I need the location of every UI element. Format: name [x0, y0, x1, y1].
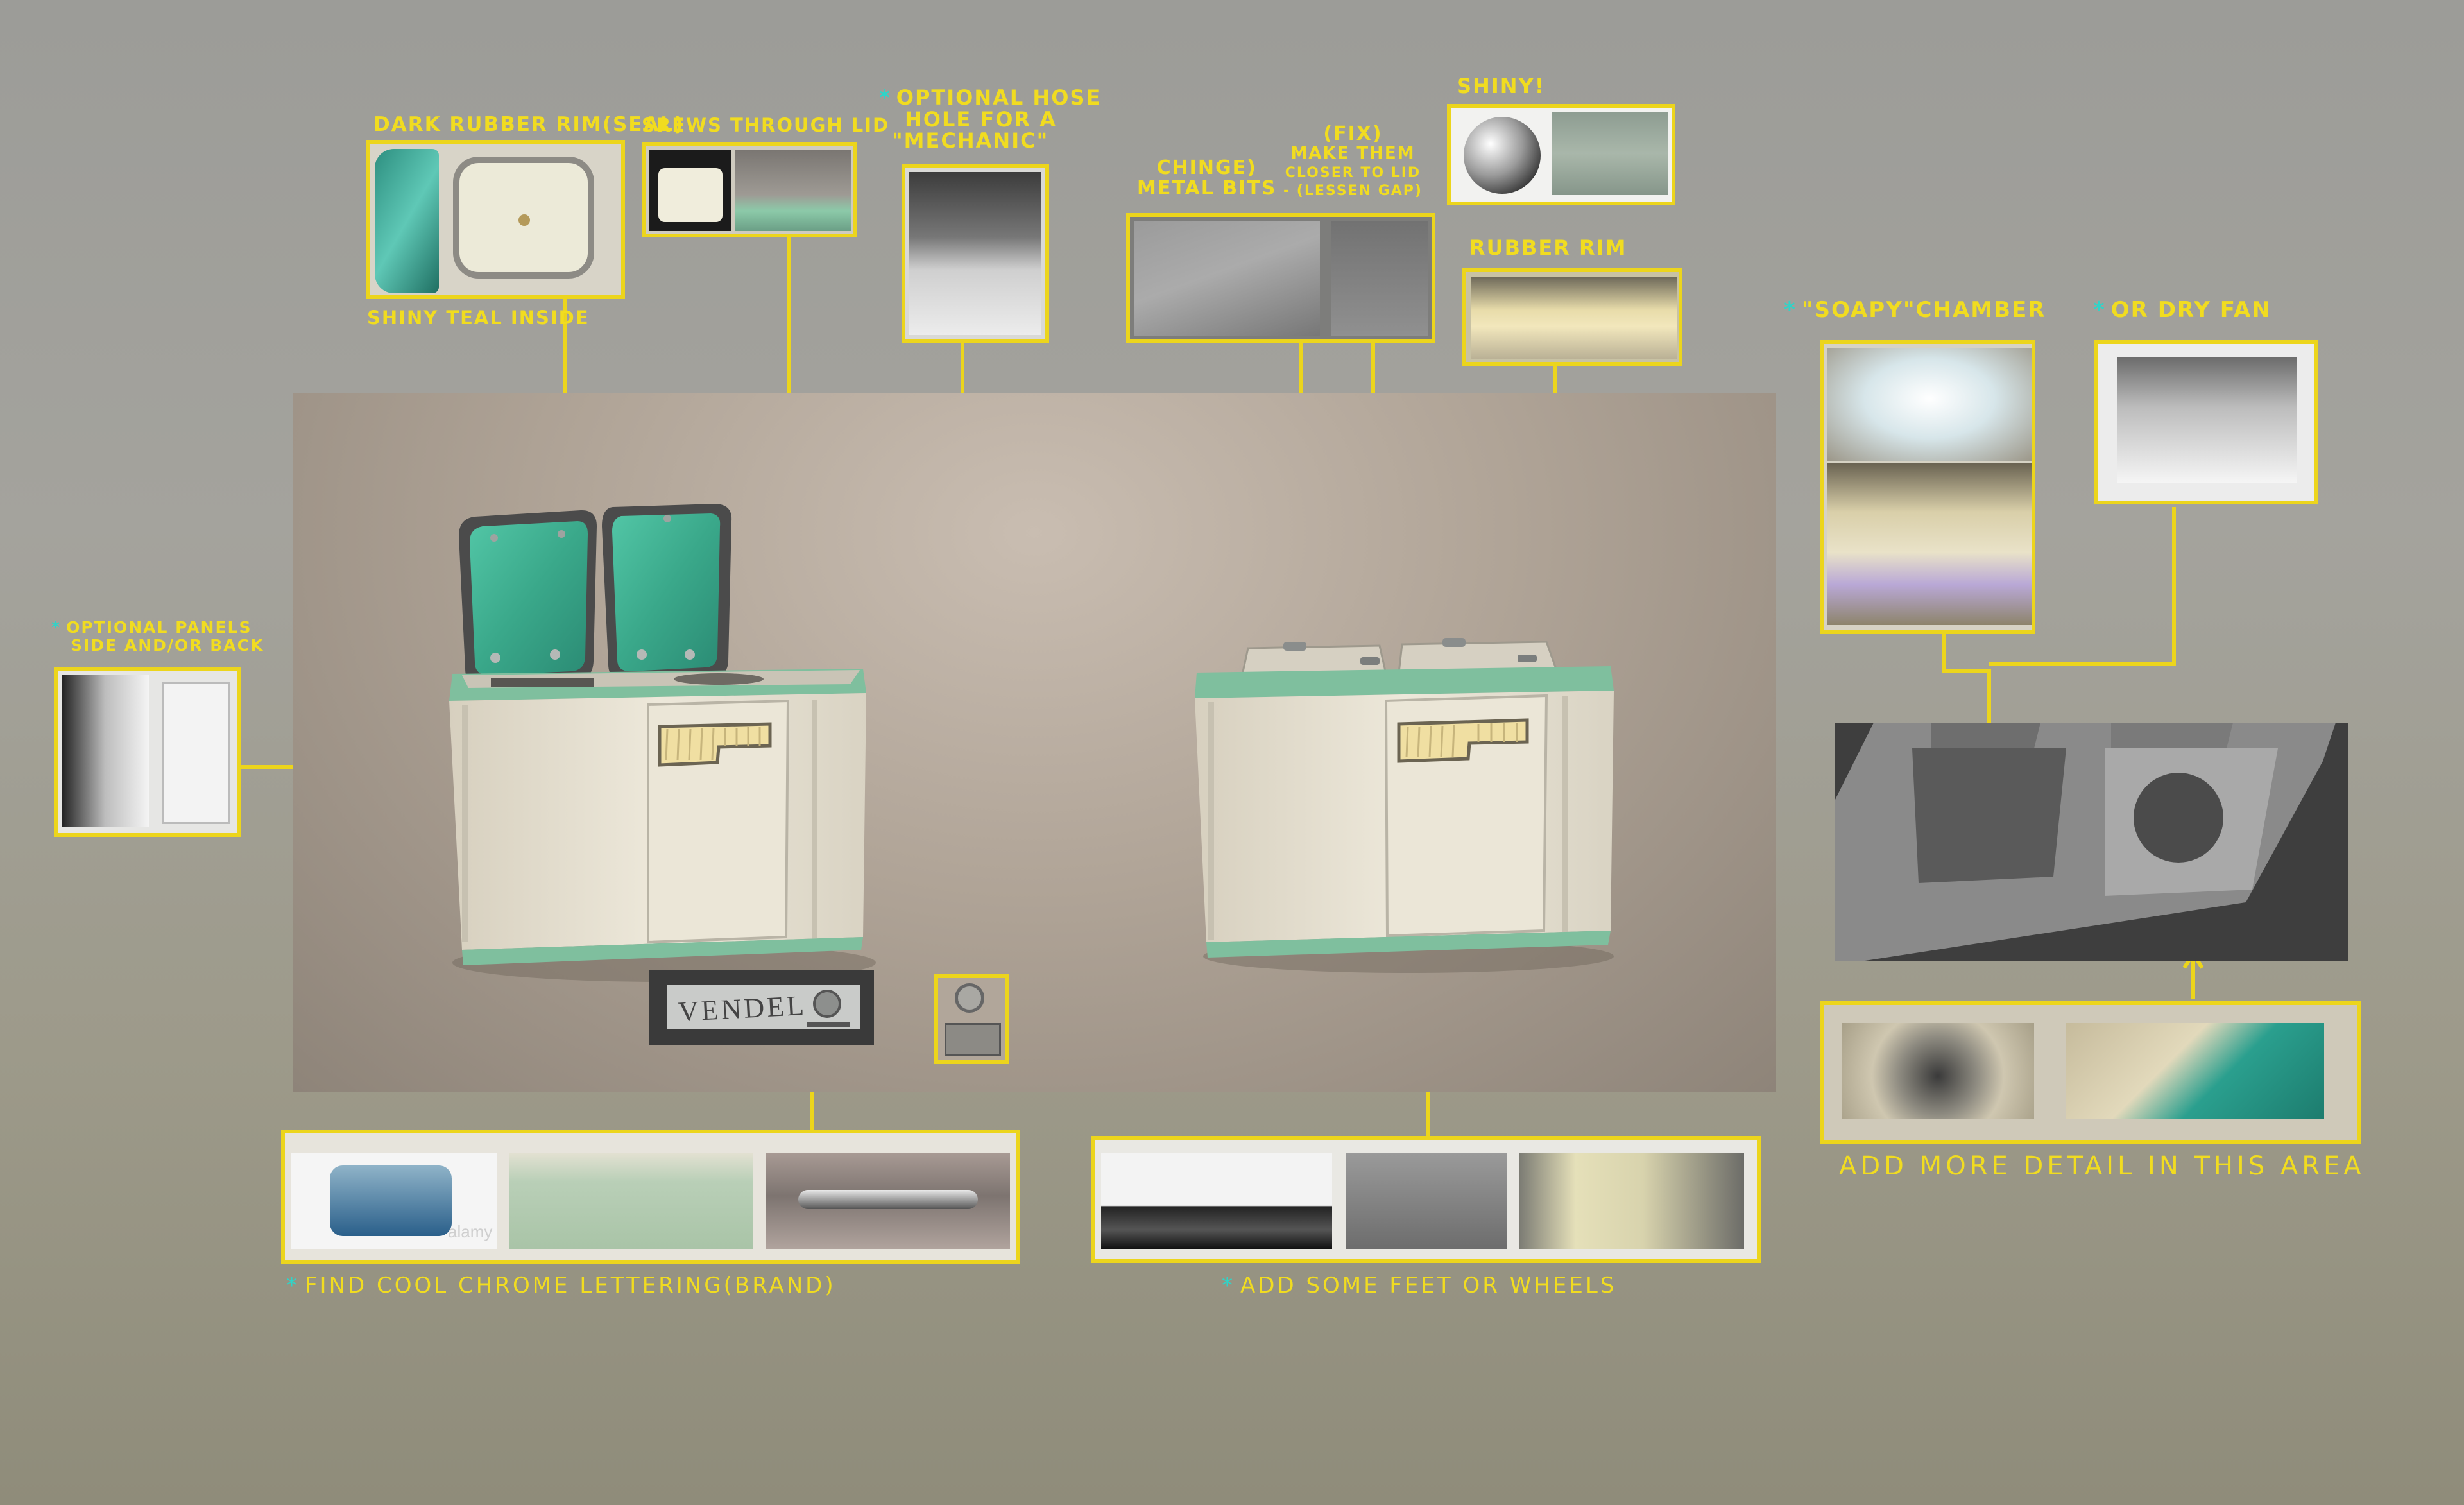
chrome-ball-icon	[1464, 117, 1541, 194]
brand-plate: VENDEL	[649, 970, 874, 1045]
label-shiny-teal: SHINY TEAL INSIDE	[367, 307, 590, 329]
ref-dry-fan	[2094, 340, 2318, 504]
ref-detail	[1820, 1001, 2361, 1144]
label-dry: *OR DRY FAN	[2093, 297, 2272, 323]
label-fix: (FIX) MAKE THEM CLOSER TO LID - (LESSEN …	[1283, 123, 1423, 200]
ref-shiny	[1447, 104, 1675, 205]
ref-chrome: alamy	[281, 1130, 1020, 1264]
label-screws: SREWS THROUGH LID	[642, 114, 890, 136]
label-hose: *OPTIONAL HOSE HOLE FOR A "MECHANIC"	[879, 85, 1102, 153]
label-feet: *ADD SOME FEET OR WHEELS	[1222, 1273, 1617, 1298]
label-chrome: *FIND COOL CHROME LETTERING(BRAND)	[286, 1273, 836, 1298]
ref-rubber-rim-right	[1462, 268, 1682, 366]
label-rubber-rim: RUBBER RIM	[1469, 236, 1627, 260]
brand-plate-text: VENDEL	[677, 989, 808, 1028]
washer-open-lids	[449, 504, 876, 982]
ref-screws	[642, 142, 857, 237]
washer-closed-lids	[1195, 638, 1614, 973]
ref-soapy	[1820, 340, 2035, 634]
label-hinge: CHINGE) METAL BITS	[1137, 157, 1277, 200]
ref-feet	[1091, 1136, 1761, 1263]
tap-icon	[945, 1023, 1001, 1056]
label-soapy: *"SOAPY"CHAMBER	[1784, 297, 2046, 323]
ref-panels	[54, 667, 241, 837]
ref-rubber-rim	[366, 140, 625, 299]
brand-dial-icon	[813, 990, 841, 1018]
label-panels: *OPTIONAL PANELS SIDE AND/OR BACK	[51, 618, 264, 655]
badge-watermark: alamy	[448, 1222, 493, 1241]
ref-hose	[902, 164, 1049, 343]
knob-icon	[955, 983, 984, 1013]
interior-render	[1835, 723, 2348, 961]
label-shiny: SHINY!	[1457, 74, 1546, 98]
ref-hinge	[1126, 213, 1435, 343]
label-detail: ADD MORE DETAIL IN THIS AREA	[1839, 1151, 2365, 1181]
label-dark-rubber-rim: DARK RUBBER RIM(SEAL)	[373, 113, 685, 136]
panel-icon-box	[934, 974, 1009, 1064]
